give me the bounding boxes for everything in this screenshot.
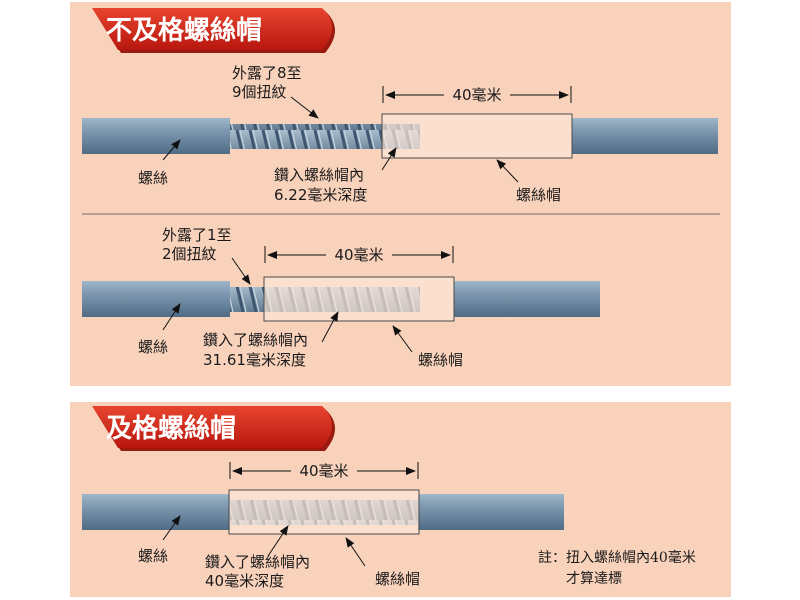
dimension-label-3: 40毫米 [299,462,348,480]
passing-title: 及格螺絲帽 [106,413,236,444]
rod-label-1: 螺絲 [138,169,168,187]
depth-label-2a: 鑽入了螺絲帽內 [203,331,308,349]
depth-label-3a: 鑽入了螺絲帽內 [205,553,310,571]
exposed-threads-label-1b: 9個扭紋 [232,83,287,101]
rod-right [418,494,564,530]
rod-left [82,494,230,530]
exposed-threads-label-2b: 2個扭紋 [162,245,217,263]
depth-label-2b: 31.61毫米深度 [203,351,306,369]
rod-right [454,281,600,317]
coupler-sleeve [228,489,420,535]
depth-label-1b: 6.22毫米深度 [274,186,367,204]
sleeve-label-1: 螺絲帽 [516,186,561,204]
exposed-threads-label-1a: 外露了8至 [232,64,302,82]
note-line-2: 才算達標 [566,571,622,587]
coupler-sleeve [381,113,573,159]
failing-panel [70,2,731,386]
sleeve-label-2: 螺絲帽 [418,351,463,369]
diagram-1: 40毫米 外露了8至 9個扭紋 螺絲 鑽入螺絲帽內 6.22毫米深度 螺絲帽 [82,64,718,204]
dimension-label-1: 40毫米 [452,86,501,104]
depth-label-3b: 40毫米深度 [205,572,284,590]
note-line-1: 註：扭入螺絲帽內40毫米 [538,549,696,566]
passing-banner: 及格螺絲帽 [92,406,335,451]
diagram-3: 40毫米 螺絲 鑽入了螺絲帽內 40毫米深度 螺絲帽 [82,462,564,590]
diagram-2: 40毫米 外露了1至 2個扭紋 螺絲 鑽入了螺絲帽內 31.61毫米深度 螺絲帽 [82,226,600,369]
rod-label-2: 螺絲 [138,338,168,356]
rod-left [82,281,230,317]
depth-label-1a: 鑽入螺絲帽內 [274,166,364,184]
coupler-sleeve [263,276,455,322]
rod-right [572,118,718,154]
rod-left [82,118,230,154]
failing-banner: 不及格螺絲帽 [92,8,335,53]
dimension-label-2: 40毫米 [334,246,383,264]
failing-title: 不及格螺絲帽 [106,15,262,46]
exposed-threads-label-2a: 外露了1至 [162,226,232,244]
sleeve-label-3: 螺絲帽 [375,570,420,588]
rod-label-3: 螺絲 [138,547,168,565]
